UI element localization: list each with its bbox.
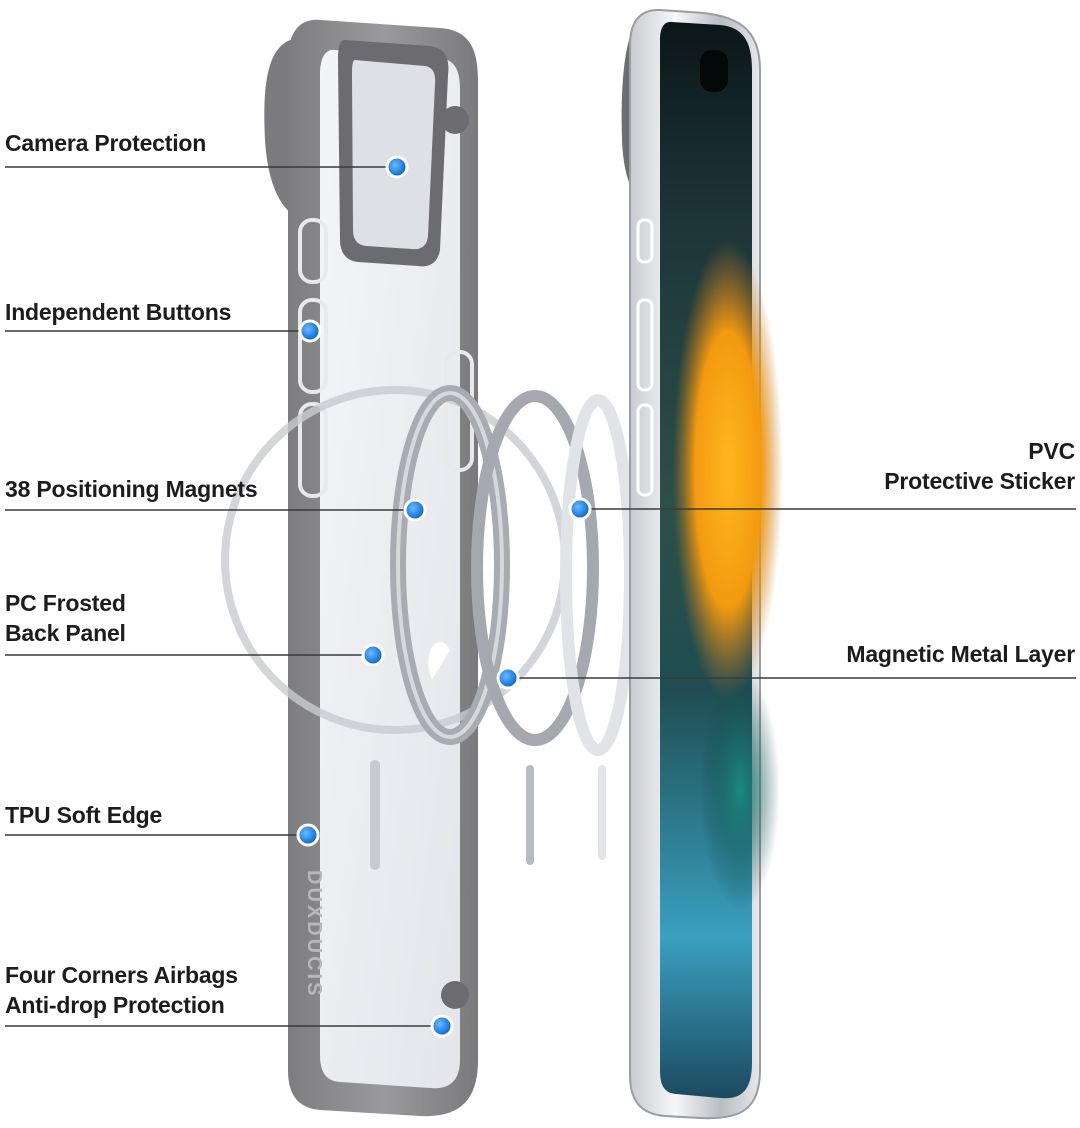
label-pvc-sticker: PVC Protective Sticker xyxy=(884,438,1075,494)
callout-dot-metal xyxy=(496,666,520,690)
callout-dot-camera xyxy=(385,155,409,179)
label-camera-protection: Camera Protection xyxy=(5,130,207,156)
phone xyxy=(621,8,783,1120)
label-pc-back-panel: PC Frosted Back Panel xyxy=(5,590,126,646)
callout-dot-tpu xyxy=(296,823,320,847)
callout-lines xyxy=(5,166,1076,1027)
callout-dot-airbags xyxy=(430,1014,454,1038)
label-positioning-magnets: 38 Positioning Magnets xyxy=(5,476,258,502)
callout-dot-buttons xyxy=(298,319,322,343)
label-independent-buttons: Independent Buttons xyxy=(5,299,232,325)
label-corner-airbags: Four Corners Airbags Anti-drop Protectio… xyxy=(5,962,238,1018)
phone-case: DUXDUCIS xyxy=(221,19,569,1117)
magnetic-metal-ring xyxy=(471,390,599,865)
label-magnetic-metal-layer: Magnetic Metal Layer xyxy=(846,641,1075,667)
magnet-ring xyxy=(390,385,510,745)
case-logo: DUXDUCIS xyxy=(303,870,325,998)
label-tpu-soft-edge: TPU Soft Edge xyxy=(5,802,163,828)
callout-dots xyxy=(296,155,592,1038)
callout-dot-back-panel xyxy=(361,643,385,667)
callout-dot-magnets xyxy=(403,498,427,522)
pvc-sticker-ring xyxy=(560,394,636,860)
callout-dot-pvc xyxy=(568,497,592,521)
